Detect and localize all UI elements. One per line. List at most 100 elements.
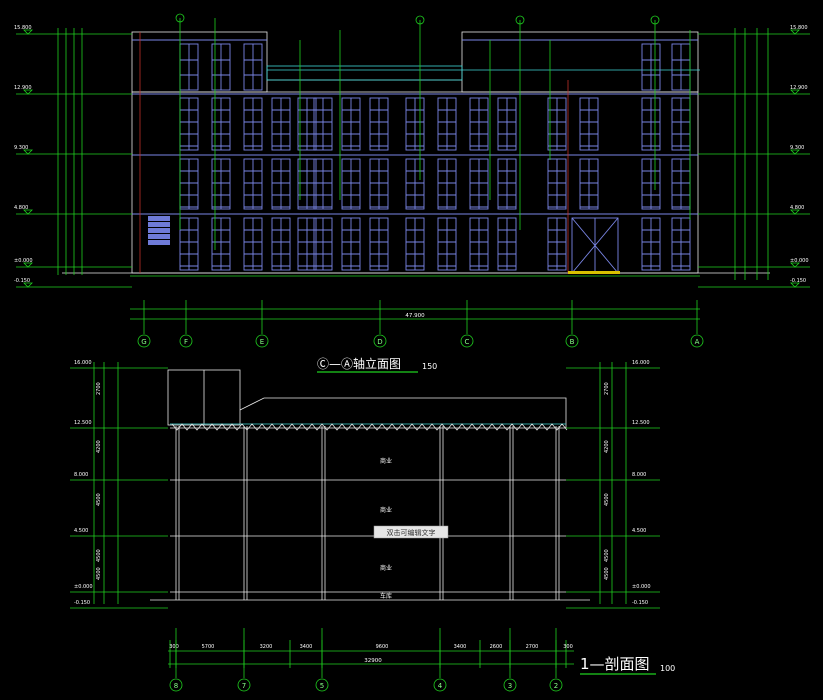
axis-label: 7 bbox=[242, 682, 246, 690]
elevation-window bbox=[341, 158, 361, 210]
level-label: 8.000 bbox=[632, 472, 646, 478]
elevation-window bbox=[313, 158, 333, 210]
level-label: ±0.000 bbox=[790, 258, 809, 264]
level-label: -0.150 bbox=[632, 600, 648, 606]
section-total-dim: 32900 bbox=[364, 658, 382, 664]
dim-label: 9600 bbox=[376, 644, 389, 650]
level-label: 12.500 bbox=[632, 420, 650, 426]
elevation-window bbox=[271, 158, 291, 210]
room-label: 商业 bbox=[380, 506, 392, 514]
elevation-window bbox=[405, 97, 425, 151]
level-label: -0.150 bbox=[14, 278, 30, 284]
elevation-window bbox=[369, 217, 389, 271]
elevation-window bbox=[297, 97, 317, 151]
level-label: 15.800 bbox=[790, 25, 808, 31]
elevation-window bbox=[497, 97, 517, 151]
elevation-window bbox=[369, 97, 389, 151]
dim-label: 3400 bbox=[454, 644, 467, 650]
dim-label: 5700 bbox=[202, 644, 215, 650]
axis-label: G bbox=[141, 338, 146, 346]
dim-label: 4200 bbox=[96, 440, 102, 453]
elevation-title: Ⓒ—Ⓐ轴立面图 bbox=[317, 356, 401, 371]
elevation-windows bbox=[148, 43, 691, 274]
level-label: 4.800 bbox=[14, 205, 28, 211]
elevation-drawing bbox=[62, 31, 770, 277]
elevation-window bbox=[369, 158, 389, 210]
axis-bubble: B bbox=[565, 334, 579, 348]
level-label: -0.150 bbox=[74, 600, 90, 606]
elevation-window bbox=[671, 217, 691, 271]
elevation-window bbox=[179, 158, 199, 210]
section-scale: 100 bbox=[660, 664, 675, 673]
elevation-left-dimensions bbox=[57, 28, 83, 275]
level-label: 12.500 bbox=[74, 420, 92, 426]
elevation-window bbox=[547, 217, 567, 271]
elevation-window bbox=[497, 217, 517, 271]
elevation-window bbox=[405, 158, 425, 210]
level-label: 16.000 bbox=[632, 360, 650, 366]
elevation-window bbox=[469, 97, 489, 151]
room-label: 商业 bbox=[380, 564, 392, 572]
section-left-dimensions bbox=[93, 362, 119, 604]
section-title-block: 1—剖面图 100 bbox=[580, 655, 675, 675]
dim-label: 4500 bbox=[96, 567, 102, 580]
stair-panel bbox=[148, 216, 170, 245]
elevation-window bbox=[271, 217, 291, 271]
dim-label: 4500 bbox=[96, 493, 102, 506]
elevation-title-block: Ⓒ—Ⓐ轴立面图 150 bbox=[317, 356, 437, 373]
axis-label: A bbox=[695, 338, 700, 346]
elevation-window bbox=[211, 217, 231, 271]
axis-label: D bbox=[377, 338, 382, 346]
dim-label: 4500 bbox=[604, 493, 610, 506]
axis-bubble: F bbox=[179, 334, 193, 348]
axis-label: C bbox=[465, 338, 470, 346]
level-label: 8.000 bbox=[74, 472, 88, 478]
edit-text-label[interactable]: 双击可编辑文字 bbox=[387, 528, 436, 537]
level-label: 9.300 bbox=[790, 145, 804, 151]
axis-label: E bbox=[260, 338, 264, 346]
elevation-window bbox=[271, 97, 291, 151]
axis-label: 4 bbox=[438, 682, 443, 690]
elevation-window bbox=[671, 97, 691, 151]
level-label: 12.900 bbox=[14, 85, 32, 91]
level-label: 4.800 bbox=[790, 205, 804, 211]
elevation-window bbox=[641, 43, 661, 91]
dim-label: 2600 bbox=[490, 644, 503, 650]
dim-label: 4500 bbox=[604, 549, 610, 562]
section-rooms: 商业 商业 商业 车库 bbox=[380, 457, 392, 600]
elevation-window bbox=[341, 97, 361, 151]
elevation-window bbox=[313, 217, 333, 271]
dim-label: 3200 bbox=[260, 644, 273, 650]
elevation-total-dim: 47.900 bbox=[405, 313, 425, 319]
elevation-window bbox=[437, 97, 457, 151]
elevation-window bbox=[437, 217, 457, 271]
elevation-bottom-dimensions: 47.900 bbox=[130, 308, 700, 320]
elevation-window bbox=[243, 217, 263, 271]
elevation-window bbox=[579, 97, 599, 151]
elevation-window bbox=[313, 97, 333, 151]
dim-label: 3400 bbox=[300, 644, 313, 650]
edit-text-badge[interactable]: 双击可编辑文字 bbox=[373, 525, 449, 539]
axis-label: 2 bbox=[554, 682, 558, 690]
room-label: 车库 bbox=[380, 592, 392, 600]
dim-label: 2700 bbox=[604, 382, 610, 395]
elevation-window bbox=[297, 158, 317, 210]
level-label: 4.500 bbox=[74, 528, 88, 534]
elevation-window bbox=[405, 217, 425, 271]
level-label: 9.300 bbox=[14, 145, 28, 151]
elevation-window bbox=[179, 43, 199, 91]
level-label: ±0.000 bbox=[632, 584, 651, 590]
elevation-window bbox=[547, 158, 567, 210]
axis-label: F bbox=[184, 338, 188, 346]
elevation-window bbox=[243, 43, 263, 91]
axis-label: 3 bbox=[508, 682, 512, 690]
elevation-window bbox=[671, 43, 691, 91]
axis-label: B bbox=[570, 338, 575, 346]
elevation-window bbox=[641, 158, 661, 210]
axis-bubble: D bbox=[373, 334, 387, 348]
section-drawing bbox=[150, 369, 590, 601]
level-label: 15.800 bbox=[14, 25, 32, 31]
elevation-window bbox=[179, 217, 199, 271]
section-title: 1—剖面图 bbox=[580, 655, 650, 673]
